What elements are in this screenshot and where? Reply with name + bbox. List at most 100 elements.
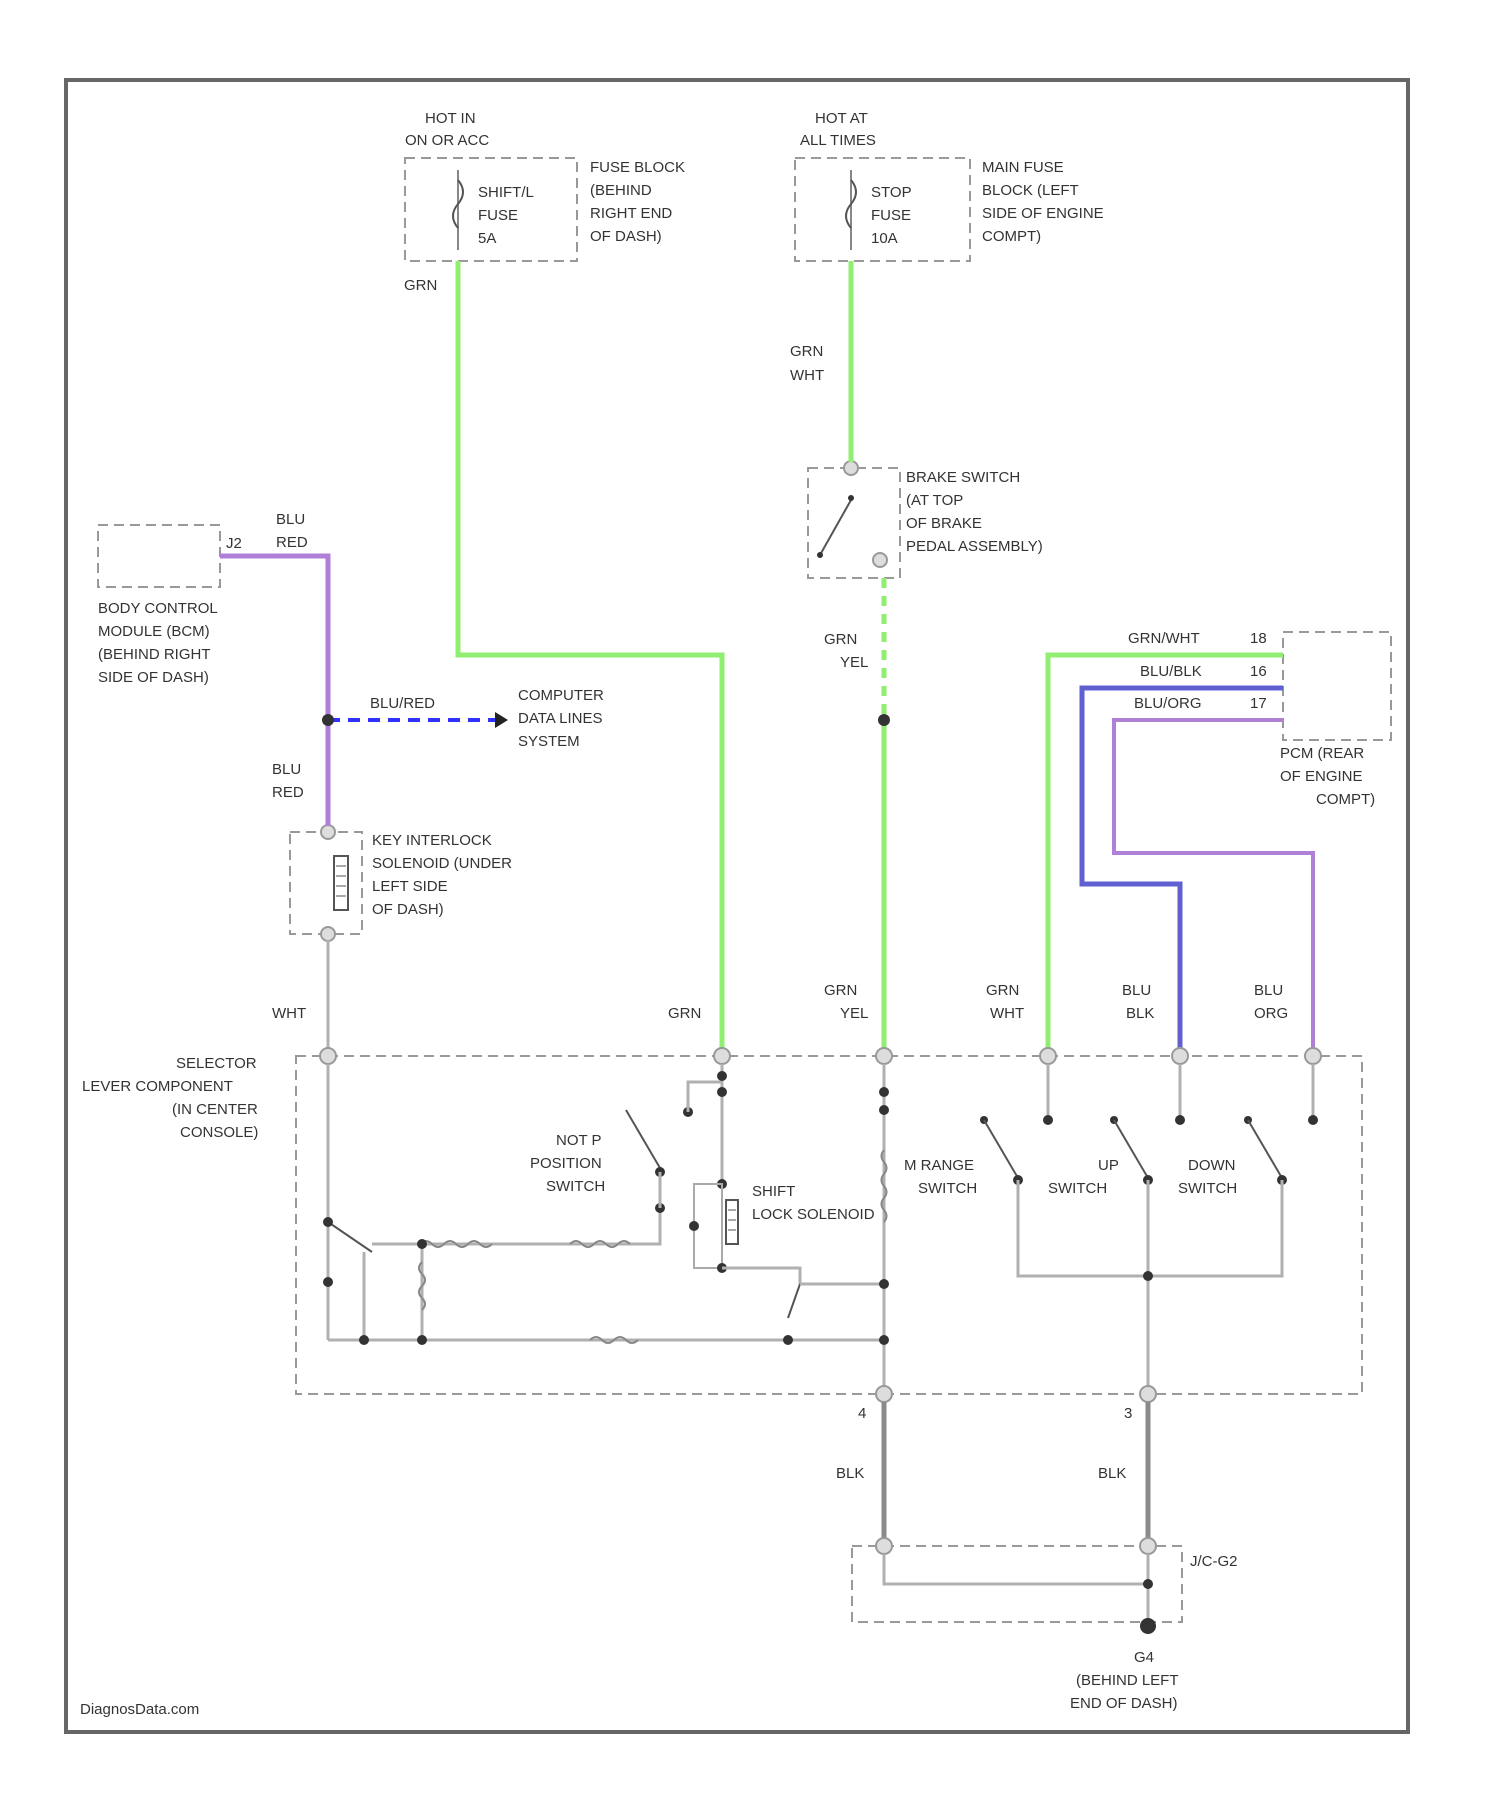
ign-wire-label: GRN bbox=[404, 277, 437, 294]
brake-switch-label-3: OF BRAKE bbox=[906, 515, 982, 532]
not-p-label-2: POSITION bbox=[530, 1155, 602, 1172]
pcm-pin-3-label: 17 bbox=[1250, 695, 1267, 712]
brake-switch: BRAKE SWITCH (AT TOP OF BRAKE PEDAL ASSE… bbox=[808, 461, 1043, 671]
selector-label-2: LEVER COMPONENT bbox=[82, 1078, 233, 1095]
pcm-wire-3-label: BLU/ORG bbox=[1134, 695, 1202, 712]
top-wire-label-4a: BLU bbox=[1122, 982, 1151, 999]
brake-switch-label-4: PEDAL ASSEMBLY) bbox=[906, 538, 1043, 555]
ign-block-label-1: FUSE BLOCK bbox=[590, 159, 685, 176]
batt-fuse-label-2: FUSE bbox=[871, 207, 911, 224]
down-switch-icon bbox=[1248, 1120, 1282, 1178]
top-wire-label-3a: GRN bbox=[986, 982, 1019, 999]
batt-hot-label-1: HOT AT bbox=[815, 110, 868, 127]
ign-fuse-label-2: FUSE bbox=[478, 207, 518, 224]
key-interlock-label-2: SOLENOID (UNDER bbox=[372, 855, 512, 872]
ign-block-label-4: OF DASH) bbox=[590, 228, 662, 245]
pcm-pin-1-label: 18 bbox=[1250, 630, 1267, 647]
ground-label-2: (BEHIND LEFT bbox=[1076, 1672, 1179, 1689]
batt-wire-label-1: GRN bbox=[790, 343, 823, 360]
brake-switch-label-2: (AT TOP bbox=[906, 492, 963, 509]
batt-fuse-label-1: STOP bbox=[871, 184, 912, 201]
switch-icon bbox=[820, 500, 851, 555]
selector-label-4: CONSOLE) bbox=[180, 1124, 258, 1141]
brake-switch-label-1: BRAKE SWITCH bbox=[906, 469, 1020, 486]
batt-block-label-1: MAIN FUSE bbox=[982, 159, 1064, 176]
selector-lever-component: SELECTOR LEVER COMPONENT (IN CENTER CONS… bbox=[82, 982, 1362, 1422]
top-wire-label-4b: BLK bbox=[1126, 1005, 1154, 1022]
top-wire-label-3b: WHT bbox=[990, 1005, 1024, 1022]
ground-label-1: G4 bbox=[1134, 1649, 1154, 1666]
top-wire-label-grn: GRN bbox=[668, 1005, 701, 1022]
solenoid-icon bbox=[726, 1200, 738, 1244]
relay-switch-icon bbox=[788, 1284, 800, 1318]
watermark: DiagnosData.com bbox=[80, 1701, 199, 1718]
pcm-box bbox=[1283, 632, 1391, 740]
brake-out-wire-label-2: YEL bbox=[840, 654, 868, 671]
bcm-label-3: (BEHIND RIGHT bbox=[98, 646, 211, 663]
bcm-box bbox=[98, 525, 220, 587]
not-p-label-1: NOT P bbox=[556, 1132, 602, 1149]
pcm-label-3: COMPT) bbox=[1316, 791, 1375, 808]
bcm-label-2: MODULE (BCM) bbox=[98, 623, 210, 640]
pin-left-label: 4 bbox=[858, 1405, 866, 1422]
pcm-label-2: OF ENGINE bbox=[1280, 768, 1363, 785]
stop-fuse-block: HOT AT ALL TIMES STOP FUSE 10A MAIN FUSE… bbox=[790, 110, 1104, 384]
batt-block-label-3: SIDE OF ENGINE bbox=[982, 205, 1104, 222]
bcm-label-1: BODY CONTROL bbox=[98, 600, 218, 617]
pin-right-label: 3 bbox=[1124, 1405, 1132, 1422]
bcm-wire-label-2: RED bbox=[276, 534, 308, 551]
up-label-2: SWITCH bbox=[1048, 1180, 1107, 1197]
ign-hot-label-1: HOT IN bbox=[425, 110, 476, 127]
bcm-pin-label: J2 bbox=[226, 535, 242, 552]
ign-block-label-2: (BEHIND bbox=[590, 182, 652, 199]
ign-fuse-label-1: SHIFT/L bbox=[478, 184, 534, 201]
ground-label-3: END OF DASH) bbox=[1070, 1695, 1178, 1712]
selector-box bbox=[296, 1056, 1362, 1394]
top-wire-label-2a: GRN bbox=[824, 982, 857, 999]
shift-lock-label-1: SHIFT bbox=[752, 1183, 795, 1200]
shift-lock-fuse-block: HOT IN ON OR ACC SHIFT/L FUSE 5A FUSE BL… bbox=[404, 110, 685, 294]
pcm-wire-1-label: GRN/WHT bbox=[1128, 630, 1200, 647]
data-lines-label-1: COMPUTER bbox=[518, 687, 604, 704]
batt-fuse-label-3: 10A bbox=[871, 230, 898, 247]
pcm-label-1: PCM (REAR bbox=[1280, 745, 1364, 762]
data-lines-label-3: SYSTEM bbox=[518, 733, 580, 750]
pcm-wire-2-label: BLU/BLK bbox=[1140, 663, 1202, 680]
key-wire-label-2: RED bbox=[272, 784, 304, 801]
key-interlock-label-1: KEY INTERLOCK bbox=[372, 832, 492, 849]
shift-lock-label-2: LOCK SOLENOID bbox=[752, 1206, 875, 1223]
selector-label-3: (IN CENTER bbox=[172, 1101, 258, 1118]
bcm-wire-label-1: BLU bbox=[276, 511, 305, 528]
data-line-wire-label: BLU/RED bbox=[370, 695, 435, 712]
down-label-2: SWITCH bbox=[1178, 1180, 1237, 1197]
key-out-wire-label: WHT bbox=[272, 1005, 306, 1022]
batt-hot-label-2: ALL TIMES bbox=[800, 132, 876, 149]
up-label-1: UP bbox=[1098, 1157, 1119, 1174]
key-interlock-label-3: LEFT SIDE bbox=[372, 878, 448, 895]
bcm-label-4: SIDE OF DASH) bbox=[98, 669, 209, 686]
pcm-pin-2-label: 16 bbox=[1250, 663, 1267, 680]
down-label-1: DOWN bbox=[1188, 1157, 1236, 1174]
ign-block-label-3: RIGHT END bbox=[590, 205, 672, 222]
ign-fuse-label-3: 5A bbox=[478, 230, 496, 247]
ign-hot-label-2: ON OR ACC bbox=[405, 132, 489, 149]
brake-out-wire-label-1: GRN bbox=[824, 631, 857, 648]
m-range-label-1: M RANGE bbox=[904, 1157, 974, 1174]
top-wire-label-2b: YEL bbox=[840, 1005, 868, 1022]
arrow-right-icon bbox=[495, 712, 508, 728]
data-lines-label-2: DATA LINES bbox=[518, 710, 602, 727]
relay-switch-icon bbox=[328, 1222, 372, 1252]
key-interlock-box bbox=[290, 832, 362, 934]
body-control-module: J2 BLU RED BODY CONTROL MODULE (BCM) (BE… bbox=[98, 511, 308, 686]
ground-section: BLK BLK J/C-G2 G4 (BEHIND LEFT END OF DA… bbox=[836, 1402, 1238, 1712]
key-interlock-solenoid: BLU RED KEY INTERLOCK SOLENOID (UNDER LE… bbox=[272, 761, 512, 1022]
selector-label-1: SELECTOR bbox=[176, 1055, 257, 1072]
top-wire-label-5a: BLU bbox=[1254, 982, 1283, 999]
joint-label: J/C-G2 bbox=[1190, 1553, 1238, 1570]
up-switch-icon bbox=[1114, 1120, 1148, 1178]
m-range-label-2: SWITCH bbox=[918, 1180, 977, 1197]
ground-icon bbox=[1140, 1618, 1156, 1634]
not-p-label-3: SWITCH bbox=[546, 1178, 605, 1195]
key-wire-label-1: BLU bbox=[272, 761, 301, 778]
